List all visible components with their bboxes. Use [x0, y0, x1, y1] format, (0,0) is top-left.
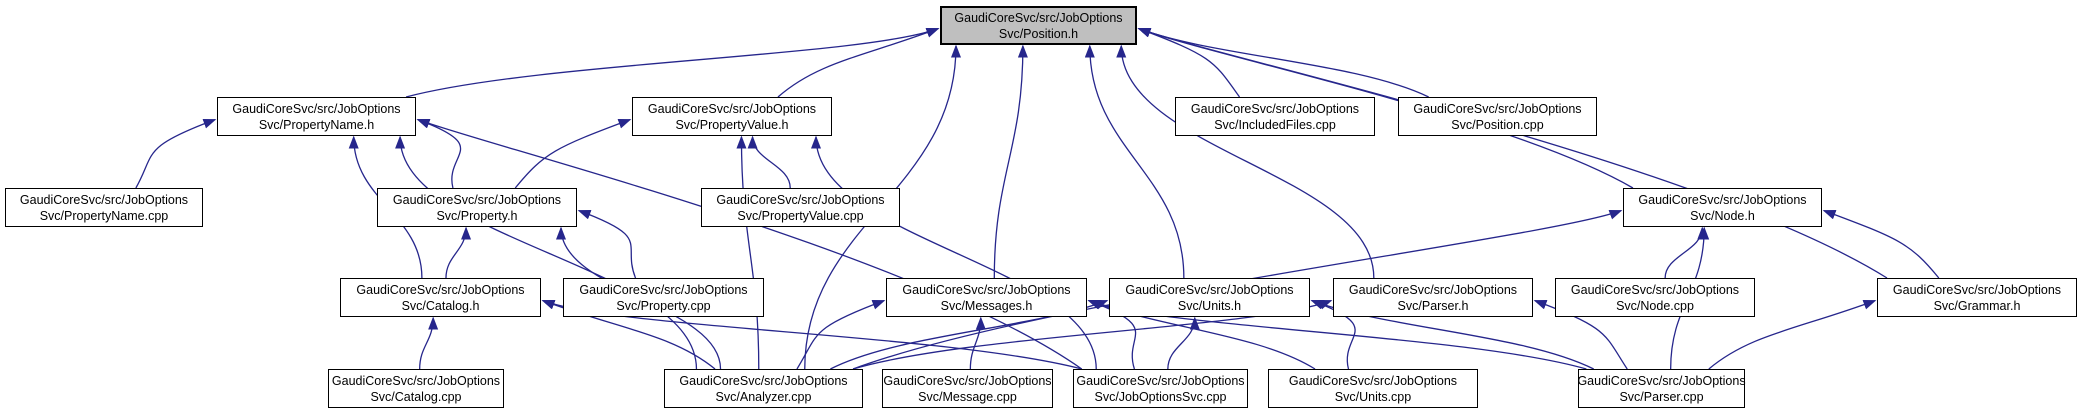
graph-node-units-cpp[interactable]: GaudiCoreSvc/src/JobOptions Svc/Units.cp… [1268, 369, 1478, 408]
graph-node-catalog-cpp[interactable]: GaudiCoreSvc/src/JobOptions Svc/Catalog.… [328, 369, 504, 408]
graph-node-includedfiles-cpp[interactable]: GaudiCoreSvc/src/JobOptions Svc/Included… [1175, 97, 1375, 136]
graph-node-propertyvalue-h[interactable]: GaudiCoreSvc/src/JobOptions Svc/Property… [632, 97, 832, 136]
graph-node-parser-h[interactable]: GaudiCoreSvc/src/JobOptions Svc/Parser.h [1333, 278, 1533, 317]
graph-node-property-h[interactable]: GaudiCoreSvc/src/JobOptions Svc/Property… [377, 188, 577, 227]
graph-node-property-cpp[interactable]: GaudiCoreSvc/src/JobOptions Svc/Property… [563, 278, 764, 317]
edge-analyzer-cpp-to-messages-h [796, 299, 886, 370]
edge-property-h-to-propertyvalue-h [514, 118, 632, 189]
edge-propertyname-h-to-position-h [405, 27, 940, 98]
graph-node-message-cpp[interactable]: GaudiCoreSvc/src/JobOptions Svc/Message.… [882, 369, 1053, 408]
edge-propertyvalue-cpp-to-propertyvalue-h [747, 135, 791, 189]
graph-node-units-h[interactable]: GaudiCoreSvc/src/JobOptions Svc/Units.h [1109, 278, 1310, 317]
graph-node-propertyname-h[interactable]: GaudiCoreSvc/src/JobOptions Svc/Property… [217, 97, 416, 136]
graph-node-position-cpp[interactable]: GaudiCoreSvc/src/JobOptions Svc/Position… [1398, 97, 1597, 136]
edge-message-cpp-to-messages-h [969, 316, 986, 370]
edge-includedfiles-cpp-to-position-h [1137, 27, 1241, 98]
graph-node-propertyname-cpp[interactable]: GaudiCoreSvc/src/JobOptions Svc/Property… [5, 188, 203, 227]
edge-propertyname-cpp-to-propertyname-h [135, 118, 217, 189]
edge-propertyvalue-h-to-position-h [777, 27, 940, 98]
edge-node-cpp-to-node-h [1664, 226, 1708, 279]
graph-node-node-cpp[interactable]: GaudiCoreSvc/src/JobOptions Svc/Node.cpp [1555, 278, 1755, 317]
edge-analyzer-cpp-to-node-h [852, 209, 1623, 370]
graph-node-node-h[interactable]: GaudiCoreSvc/src/JobOptions Svc/Node.h [1623, 188, 1822, 227]
edge-catalog-h-to-property-h [445, 226, 472, 279]
graph-node-joboptionssvc-cpp[interactable]: GaudiCoreSvc/src/JobOptions Svc/JobOptio… [1073, 369, 1248, 408]
edge-grammar-h-to-position-h [1137, 27, 1888, 279]
graph-node-grammar-h[interactable]: GaudiCoreSvc/src/JobOptions Svc/Grammar.… [1877, 278, 2077, 317]
graph-node-position-h[interactable]: GaudiCoreSvc/src/JobOptions Svc/Position… [940, 6, 1137, 45]
edge-messages-h-to-position-h [993, 44, 1028, 279]
edge-parser-h-to-position-h [1116, 44, 1375, 279]
edge-analyzer-cpp-to-propertyvalue-h [736, 135, 760, 370]
edge-units-h-to-position-h [1084, 44, 1185, 279]
graph-node-catalog-h[interactable]: GaudiCoreSvc/src/JobOptions Svc/Catalog.… [340, 278, 541, 317]
edge-property-h-to-propertyname-h [416, 118, 462, 189]
graph-node-analyzer-cpp[interactable]: GaudiCoreSvc/src/JobOptions Svc/Analyzer… [664, 369, 863, 408]
edge-units-cpp-to-units-h [1310, 299, 1356, 370]
edge-analyzer-cpp-to-propertyname-h [395, 135, 698, 370]
edge-property-cpp-to-property-h [577, 209, 637, 279]
edge-grammar-h-to-node-h [1822, 209, 1940, 279]
edge-parser-cpp-to-grammar-h [1708, 299, 1877, 370]
edge-catalog-cpp-to-catalog-h [419, 316, 439, 370]
edge-position-cpp-to-position-h [1137, 27, 1429, 98]
edge-joboptionssvc-cpp-to-propertyvalue-h [811, 135, 1097, 370]
graph-node-parser-cpp[interactable]: GaudiCoreSvc/src/JobOptions Svc/Parser.c… [1577, 369, 1746, 408]
graph-node-propertyvalue-cpp[interactable]: GaudiCoreSvc/src/JobOptions Svc/Property… [701, 188, 900, 227]
graph-node-messages-h[interactable]: GaudiCoreSvc/src/JobOptions Svc/Messages… [886, 278, 1087, 317]
